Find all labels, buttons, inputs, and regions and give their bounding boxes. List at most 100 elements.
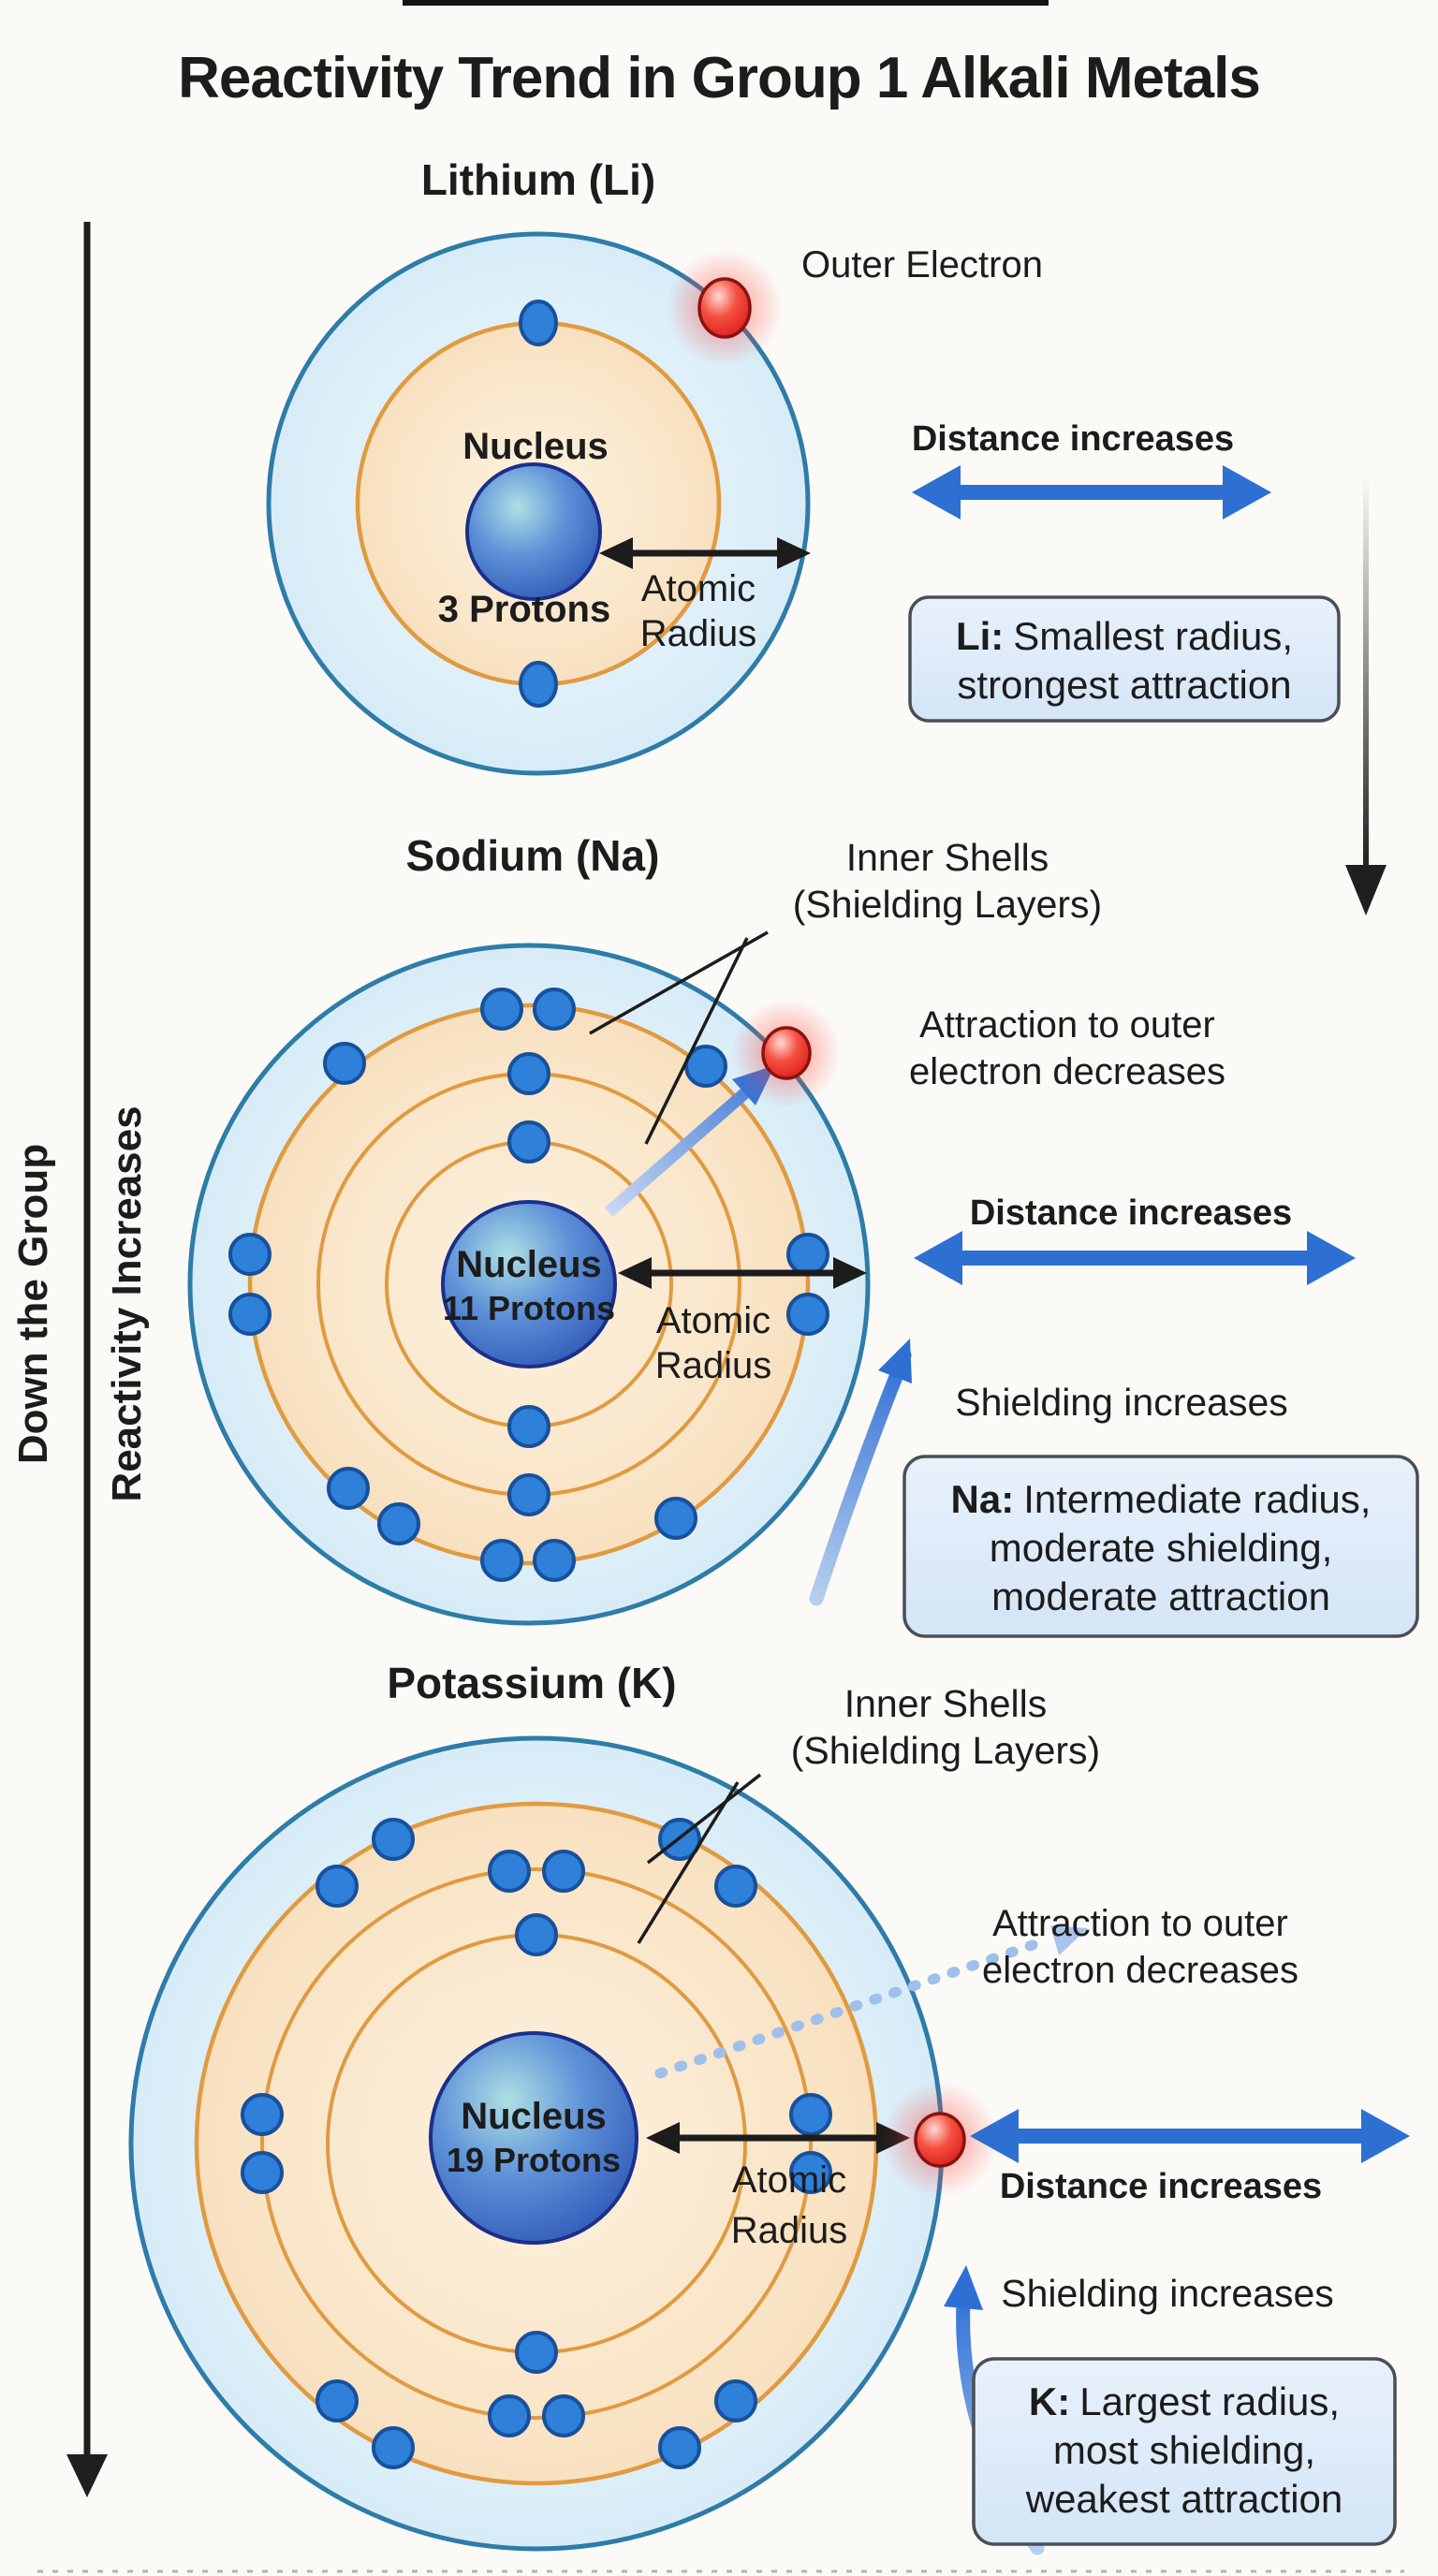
pointer-line — [646, 1773, 762, 1865]
lithium-distance-arrow — [912, 465, 1271, 520]
sodium-nucleus — [441, 1200, 617, 1368]
electron — [480, 1539, 523, 1582]
pointer-line — [644, 937, 749, 1145]
potassium-shielding-label: Shielding increases — [1001, 2272, 1334, 2315]
lithium-outer-electron — [697, 277, 752, 339]
electron — [228, 1293, 271, 1336]
sodium-box-prefix: Na: — [951, 1477, 1015, 1521]
sodium-title: Sodium (Na) — [406, 831, 660, 880]
potassium-box-line1: Largest radius, — [1079, 2379, 1340, 2423]
potassium-shielding-arrowhead — [944, 2265, 983, 2310]
electron — [327, 1467, 370, 1510]
potassium-box-line2: most shielding, — [1053, 2428, 1315, 2472]
potassium-outer-electron — [914, 2112, 966, 2168]
sodium-attraction-arrow-shaft — [604, 1085, 754, 1217]
potassium-protons-label: 19 Protons — [447, 2141, 621, 2179]
svg-text:K:Largest radius,: K:Largest radius, — [1029, 2379, 1340, 2423]
sodium-atomic-radius-arrow — [618, 1257, 867, 1289]
sodium-summary-box: Na:Intermediate radius, moderate shieldi… — [902, 1455, 1419, 1638]
electron — [480, 988, 523, 1031]
potassium-attraction-dotted-arrow — [654, 1934, 1054, 2079]
sodium-shielding-curve-arrow — [809, 1348, 912, 1606]
electron — [789, 2093, 832, 2136]
down-group-arrowhead — [66, 2454, 108, 2497]
electron — [241, 2093, 284, 2136]
sodium-distance-arrow — [914, 1231, 1356, 1285]
lithium-summary-box: Li:Smallest radius, strongest attraction — [908, 595, 1341, 723]
potassium-section: Potassium (K) Nucleus 19 Protons — [128, 1659, 1410, 2555]
down-the-group-label: Down the Group — [10, 1144, 56, 1464]
potassium-title: Potassium (K) — [387, 1659, 676, 1707]
electron — [228, 1233, 271, 1276]
electron — [507, 1405, 550, 1448]
sodium-protons-label: 11 Protons — [443, 1289, 615, 1327]
sodium-box-line1: Intermediate radius, — [1023, 1477, 1371, 1521]
electron — [789, 2151, 832, 2194]
potassium-box-prefix: K: — [1029, 2379, 1070, 2423]
potassium-atomic-label-2: Radius — [731, 2210, 848, 2251]
sodium-nucleus-label: Nucleus — [456, 1244, 602, 1285]
potassium-attraction-label-2: electron decreases — [982, 1950, 1299, 1991]
electron — [714, 1865, 757, 1908]
potassium-distance-label: Distance increases — [1000, 2167, 1322, 2206]
potassium-nucleus-label: Nucleus — [461, 2096, 607, 2137]
lithium-atomic-label-1: Atomic — [641, 568, 756, 609]
electron — [658, 2426, 701, 2469]
lithium-section: Lithium (Li) Nucleus 3 Protons Outer Ele… — [266, 155, 1387, 915]
electron — [654, 1497, 697, 1540]
electron — [323, 1042, 366, 1085]
sodium-attraction-label-2: electron decreases — [909, 1051, 1225, 1092]
potassium-nucleus — [429, 2031, 638, 2245]
left-axis: Down the Group Reactivity Increases — [10, 222, 150, 2497]
electron — [684, 1045, 727, 1088]
sodium-box-line3: moderate attraction — [991, 1574, 1330, 1618]
electron — [507, 1052, 550, 1095]
sodium-atomic-label-1: Atomic — [656, 1300, 770, 1341]
electron — [714, 2379, 757, 2422]
sodium-atomic-label-2: Radius — [655, 1345, 772, 1386]
sodium-inner-shells-label-2: (Shielding Layers) — [793, 883, 1102, 926]
lithium-title: Lithium (Li) — [421, 155, 655, 204]
potassium-inner-shells-label-2: (Shielding Layers) — [791, 1729, 1100, 1772]
potassium-distance-arrow — [970, 2109, 1410, 2163]
lithium-distance-label: Distance increases — [912, 419, 1234, 459]
pointer-line — [589, 930, 769, 1035]
lithium-box-prefix: Li: — [956, 614, 1004, 658]
electron — [507, 1473, 550, 1516]
lithium-atomic-radius-arrow — [599, 537, 811, 569]
lithium-box-line2: strongest attraction — [957, 663, 1291, 707]
electron — [241, 2151, 284, 2194]
electron — [372, 2426, 415, 2469]
sodium-electrons — [228, 988, 829, 1582]
sodium-box-line2: moderate shielding, — [990, 1526, 1333, 1570]
sodium-inner-shells-label-1: Inner Shells — [846, 836, 1049, 879]
potassium-atomic-label-1: Atomic — [732, 2159, 846, 2201]
sodium-attraction-label-1: Attraction to outer — [919, 1004, 1215, 1046]
potassium-summary-box: K:Largest radius, most shielding, weakes… — [972, 2357, 1397, 2546]
svg-text:Na:Intermediate radius,: Na:Intermediate radius, — [951, 1477, 1372, 1521]
electron — [372, 1818, 415, 1861]
electron — [542, 1850, 585, 1893]
potassium-attraction-arrowhead — [1050, 1925, 1088, 1955]
electron — [315, 1865, 359, 1908]
lithium-box-line1: Smallest radius, — [1013, 614, 1293, 658]
electron — [542, 2394, 585, 2437]
electron — [377, 1502, 420, 1545]
potassium-attraction-label-1: Attraction to outer — [992, 1903, 1288, 1944]
sodium-shielding-arrowhead — [878, 1339, 912, 1383]
sodium-section: Sodium (Na) Nucleus 11 Protons — [187, 831, 1419, 1638]
top-border-line — [403, 0, 1049, 6]
pointer-line — [637, 1781, 740, 1944]
electron — [519, 300, 558, 346]
page-title: Reactivity Trend in Group 1 Alkali Metal… — [178, 46, 1260, 110]
electron — [315, 2379, 359, 2422]
svg-text:Li:Smallest radius,: Li:Smallest radius, — [956, 614, 1293, 658]
electron — [786, 1233, 829, 1276]
next-element-arrowhead — [1345, 865, 1387, 915]
electron — [519, 661, 558, 708]
reactivity-increases-label: Reactivity Increases — [104, 1105, 150, 1501]
potassium-inner-shells-label-1: Inner Shells — [844, 1682, 1048, 1725]
electron — [488, 1850, 531, 1893]
